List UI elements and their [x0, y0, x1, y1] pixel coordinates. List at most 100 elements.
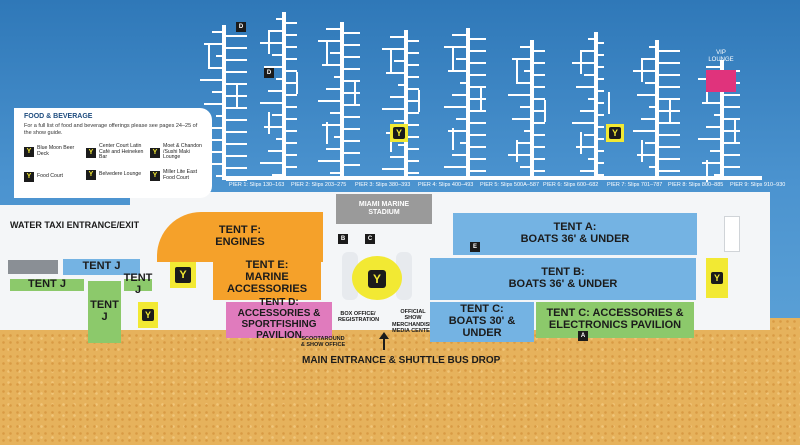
tent-j-tall[interactable]: TENT J	[88, 281, 121, 343]
dock-finger	[598, 90, 604, 92]
dock-finger	[452, 154, 466, 156]
dock-finger	[724, 142, 740, 144]
pier-walkway	[282, 12, 286, 180]
dock-finger	[286, 154, 297, 156]
dock-finger	[216, 175, 222, 177]
dock-finger	[724, 130, 740, 132]
dock-finger	[576, 86, 594, 88]
dock-finger	[408, 52, 419, 54]
tent-f[interactable]: TENT F:ENGINES	[157, 212, 323, 262]
dock-finger	[470, 38, 486, 40]
vip-lounge[interactable]	[706, 70, 736, 92]
tent-a[interactable]: TENT A:BOATS 36' & UNDER	[453, 213, 697, 255]
dock-finger	[318, 160, 340, 162]
dock-finger	[208, 67, 222, 69]
pier-label: PIER 5: Slips 500A–587	[480, 182, 540, 188]
tent-j-blue[interactable]: TENT J	[63, 259, 140, 275]
dock-spur	[608, 92, 610, 114]
tag-d: D	[264, 68, 274, 78]
dock-finger	[272, 114, 282, 116]
tent-b[interactable]: TENT B:BOATS 36' & UNDER	[430, 258, 696, 300]
dock-spur	[268, 112, 270, 134]
dock-finger	[276, 78, 282, 80]
dock-finger	[344, 44, 360, 46]
pier-walkway	[222, 25, 226, 180]
dock-finger	[344, 80, 360, 82]
tent-c-boats[interactable]: TENT C:BOATS 30' & UNDER	[430, 302, 534, 342]
pier-walkway	[655, 40, 659, 180]
tent-c-accessories[interactable]: TENT C: ACCESSORIES &ELECTRONICS PAVILIO…	[536, 302, 694, 338]
pier-label: PIER 7: Slips 701–787	[607, 182, 663, 188]
pier-label: PIER 6: Slips 600–682	[543, 182, 599, 188]
food-beverage-icon[interactable]: Y	[170, 262, 196, 288]
dock-finger	[706, 66, 720, 68]
food-beverage-icon[interactable]: Y	[368, 270, 386, 288]
dock-finger	[534, 86, 545, 88]
dock-finger	[268, 30, 282, 32]
tent-j-green[interactable]: TENT J	[10, 278, 84, 291]
pier-label: PIER 3: Slips 380–393	[355, 182, 411, 188]
dock-finger	[534, 134, 545, 136]
dock-finger	[534, 158, 545, 160]
dock-finger	[598, 174, 604, 176]
dock-finger	[408, 100, 419, 102]
tent-e[interactable]: TENT E:MARINE ACCESSORIES	[213, 256, 321, 300]
dock-finger	[334, 76, 340, 78]
dock-finger	[702, 102, 720, 104]
dock-finger	[398, 144, 404, 146]
dock-spur	[480, 88, 482, 110]
dock-finger	[260, 42, 282, 44]
dock-finger	[512, 58, 530, 60]
food-beverage-icon: Y	[150, 170, 160, 181]
dock-finger	[344, 104, 360, 106]
dock-finger	[286, 166, 297, 168]
dock-finger	[408, 172, 419, 174]
dock-finger	[330, 172, 340, 174]
tent-j-small[interactable]: TENT J	[123, 272, 153, 296]
dock-finger	[659, 86, 680, 88]
dock-finger	[386, 72, 404, 74]
dock-finger	[659, 146, 680, 148]
dock-finger	[264, 66, 282, 68]
dock-finger	[226, 119, 247, 121]
arrow-up-icon	[379, 332, 389, 339]
dock-finger	[460, 142, 466, 144]
main-entrance-label[interactable]: MAIN ENTRANCE & SHUTTLE BUS DROP	[302, 355, 501, 366]
dock-spur	[268, 32, 270, 54]
dock-finger	[286, 94, 297, 96]
dock-finger	[524, 70, 530, 72]
dock-finger	[659, 98, 680, 100]
dock-finger	[637, 154, 655, 156]
dock-finger	[204, 103, 222, 105]
dock-finger	[226, 59, 247, 61]
dock-finger	[598, 126, 604, 128]
tent-d[interactable]: TENT D:ACCESSORIES &SPORTFISHING PAVILIO…	[226, 298, 332, 341]
dock-finger	[286, 130, 297, 132]
dock-finger	[382, 108, 404, 110]
dock-finger	[724, 166, 740, 168]
dock-finger	[724, 118, 740, 120]
dock-finger	[633, 130, 655, 132]
food-beverage-icon[interactable]: Y	[606, 124, 624, 142]
dock-finger	[452, 34, 466, 36]
food-beverage-icon[interactable]: Y	[706, 258, 728, 298]
dock-finger	[212, 91, 222, 93]
food-beverage-icon[interactable]: Y	[138, 302, 158, 328]
dock-finger	[534, 50, 545, 52]
dock-finger	[390, 156, 404, 158]
pier-label: PIER 8: Slips 800–885	[668, 182, 724, 188]
food-beverage-icon[interactable]: Y	[390, 124, 408, 142]
dock-finger	[598, 114, 604, 116]
dock-finger	[260, 102, 282, 104]
pier-label: PIER 9: Slips 910–930	[730, 182, 786, 188]
tag-a: A	[578, 331, 588, 341]
dock-finger	[398, 84, 404, 86]
food-beverage-icon: Y	[24, 146, 34, 157]
dock-finger	[598, 42, 604, 44]
dock-finger	[637, 94, 655, 96]
dock-finger	[390, 36, 404, 38]
tent-j-gray	[8, 260, 58, 274]
dock-spur	[326, 42, 328, 64]
